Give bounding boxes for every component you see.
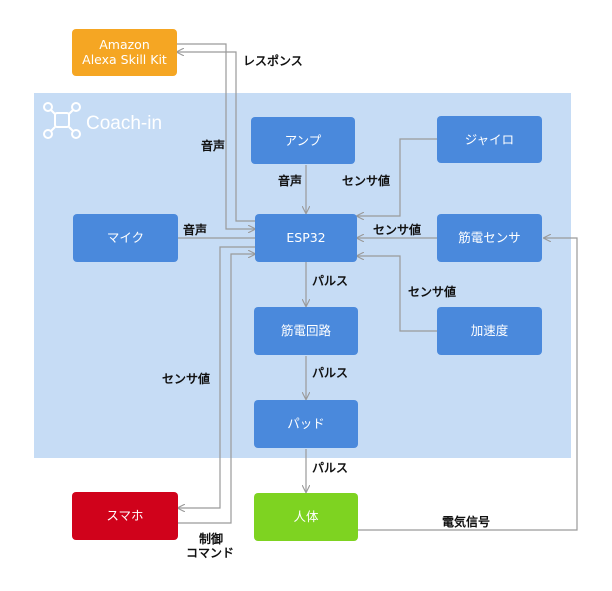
alexa-label-line2: Alexa Skill Kit — [82, 52, 167, 67]
accel-label: 加速度 — [471, 323, 509, 338]
ems-circuit-label: 筋電回路 — [281, 323, 332, 338]
esp32-node[interactable] — [255, 214, 357, 262]
connectors — [177, 43, 578, 531]
connector-sensor-accel — [357, 256, 437, 332]
label-pulse-ems: パルス — [312, 366, 348, 380]
label-electric: 電気信号 — [442, 514, 490, 529]
amp-label: アンプ — [285, 133, 322, 148]
amp-node[interactable] — [251, 117, 355, 164]
group-title: Coach-in — [86, 113, 162, 134]
gyro-node[interactable] — [437, 116, 542, 163]
label-sensor-accel: センサ値 — [408, 284, 456, 299]
label-control-line1: 制御 — [199, 531, 223, 546]
label-voice-amp: 音声 — [278, 173, 302, 188]
network-logo-icon — [43, 102, 81, 139]
pad-node[interactable] — [254, 400, 358, 448]
mic-label: マイク — [107, 230, 144, 245]
emg-sensor-node[interactable] — [437, 214, 542, 262]
smartphone-label: スマホ — [106, 508, 143, 523]
esp32-label: ESP32 — [286, 230, 325, 245]
label-pulse-esp: パルス — [312, 274, 348, 288]
connector-response — [177, 52, 255, 222]
alexa-node[interactable] — [72, 29, 177, 76]
label-response: レスポンス — [243, 53, 303, 68]
alexa-label-line1: Amazon — [99, 37, 150, 52]
human-label: 人体 — [293, 509, 319, 524]
label-voice-mic: 音声 — [183, 222, 207, 237]
label-sensor-gyro: センサ値 — [342, 173, 390, 188]
smartphone-node[interactable] — [72, 492, 178, 540]
label-control-line2: コマンド — [186, 546, 234, 560]
mic-node[interactable] — [73, 214, 178, 262]
connector-sensor-gyro — [357, 138, 437, 216]
label-pulse-pad: パルス — [312, 461, 348, 475]
human-node[interactable] — [254, 493, 358, 541]
gyro-label: ジャイロ — [465, 132, 514, 147]
ems-circuit-node[interactable] — [254, 307, 358, 355]
connector-electric — [358, 238, 578, 531]
connector-voice-alexa — [177, 43, 255, 229]
label-sensor-phone: センサ値 — [162, 371, 210, 386]
connector-sensor-phone — [178, 246, 255, 508]
label-sensor-emg: センサ値 — [373, 222, 421, 237]
accel-node[interactable] — [437, 307, 542, 355]
pad-label: パッド — [287, 416, 325, 431]
connector-control — [178, 254, 255, 524]
emg-sensor-label: 筋電センサ — [458, 230, 521, 245]
label-voice-alexa: 音声 — [201, 138, 225, 153]
